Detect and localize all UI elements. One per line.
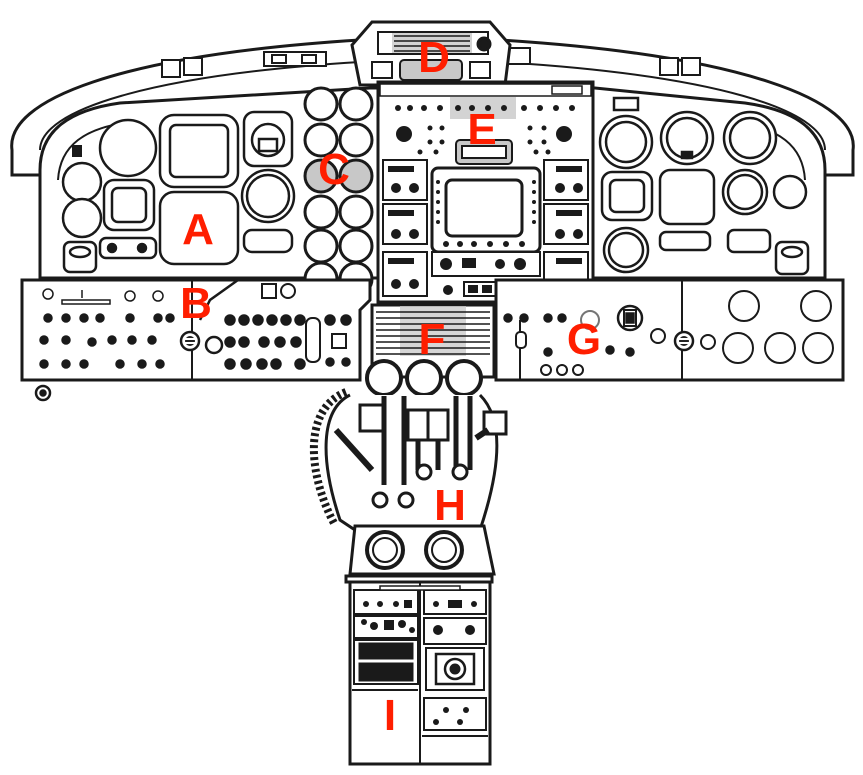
throttle-quadrant xyxy=(314,392,506,530)
label-f: F xyxy=(419,315,446,364)
label-c: C xyxy=(318,145,350,194)
label-e: E xyxy=(467,105,496,154)
label-d: D xyxy=(418,33,450,82)
label-h: H xyxy=(434,481,466,530)
label-g: G xyxy=(567,315,601,364)
center-console xyxy=(346,526,494,764)
label-b: B xyxy=(180,279,212,328)
label-i: I xyxy=(384,691,396,740)
label-a: A xyxy=(182,205,214,254)
